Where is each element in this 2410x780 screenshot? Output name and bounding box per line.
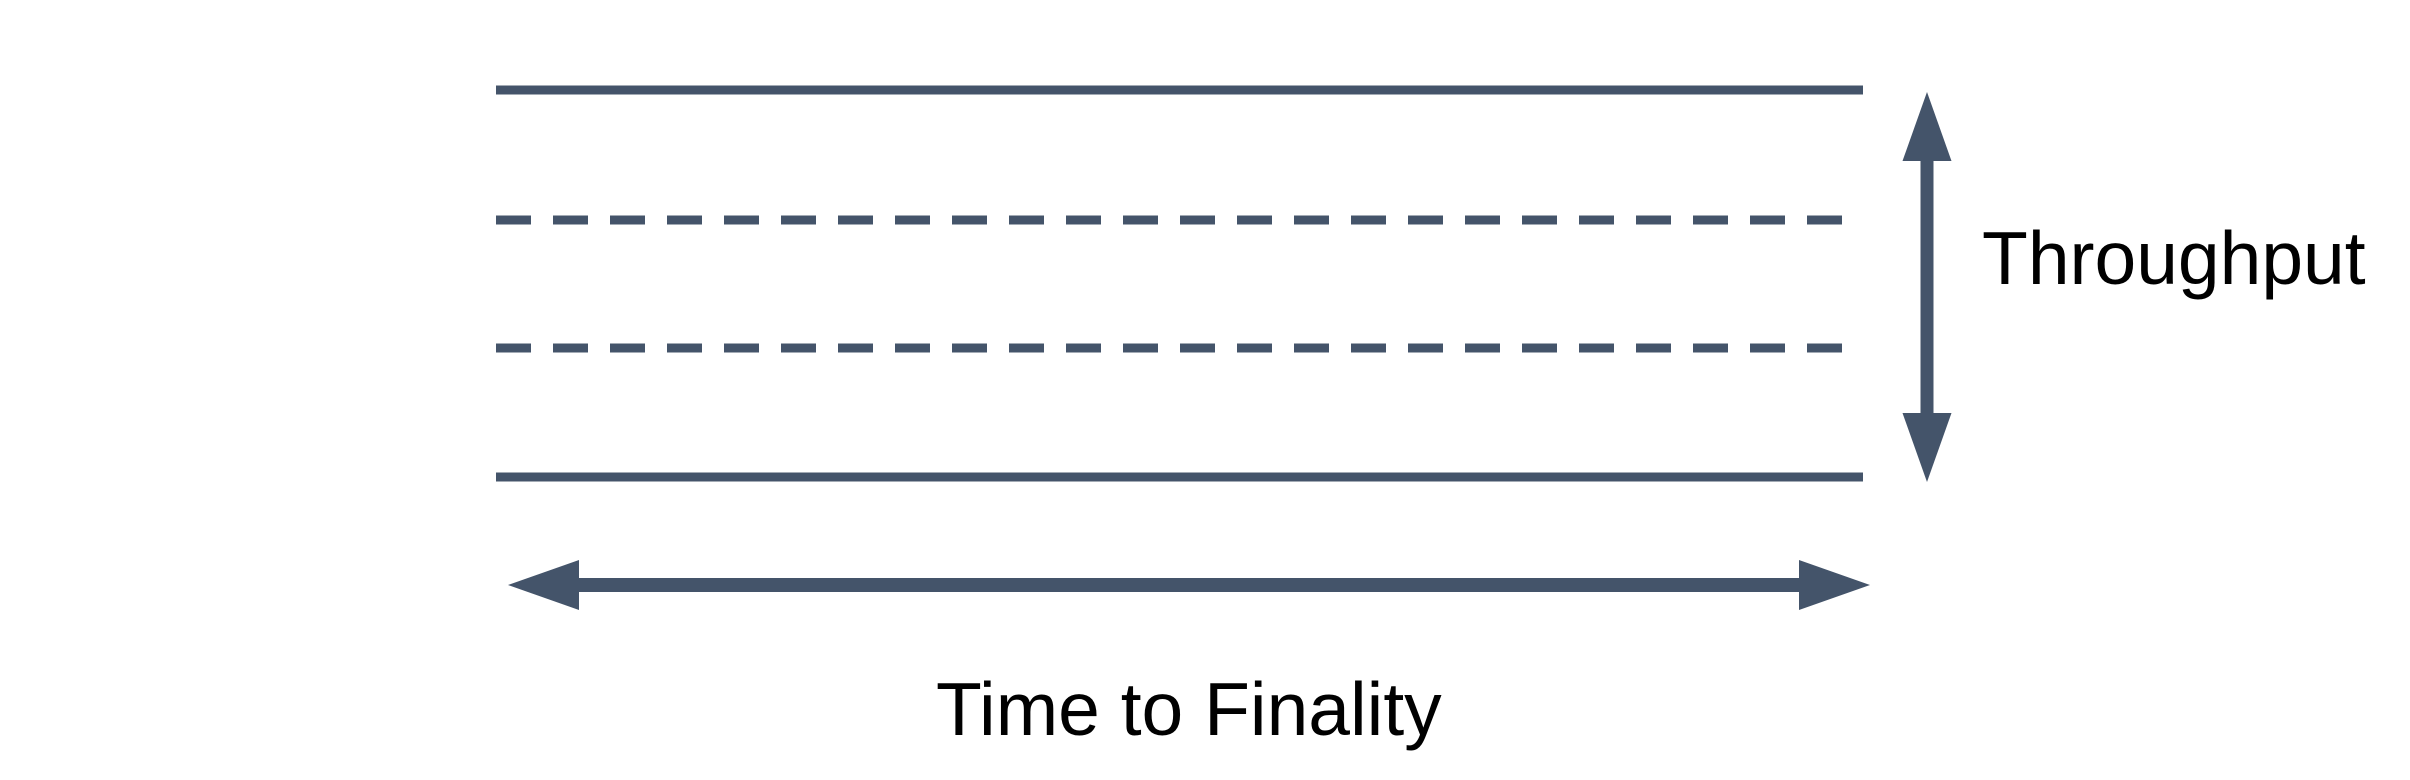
vertical-arrow-head-top — [1902, 92, 1952, 161]
horizontal-double-arrow — [508, 560, 1870, 610]
vertical-arrow-shaft — [1920, 155, 1934, 420]
time-to-finality-axis-label: Time to Finality — [936, 667, 1442, 751]
vertical-double-arrow — [1902, 92, 1952, 482]
horizontal-arrow-shaft — [572, 578, 1802, 592]
horizontal-arrow-head-left — [508, 560, 579, 610]
horizontal-arrow-head-right — [1799, 560, 1870, 610]
vertical-arrow-head-bottom — [1902, 413, 1952, 482]
throughput-axis-label: Throughput — [1982, 216, 2366, 300]
